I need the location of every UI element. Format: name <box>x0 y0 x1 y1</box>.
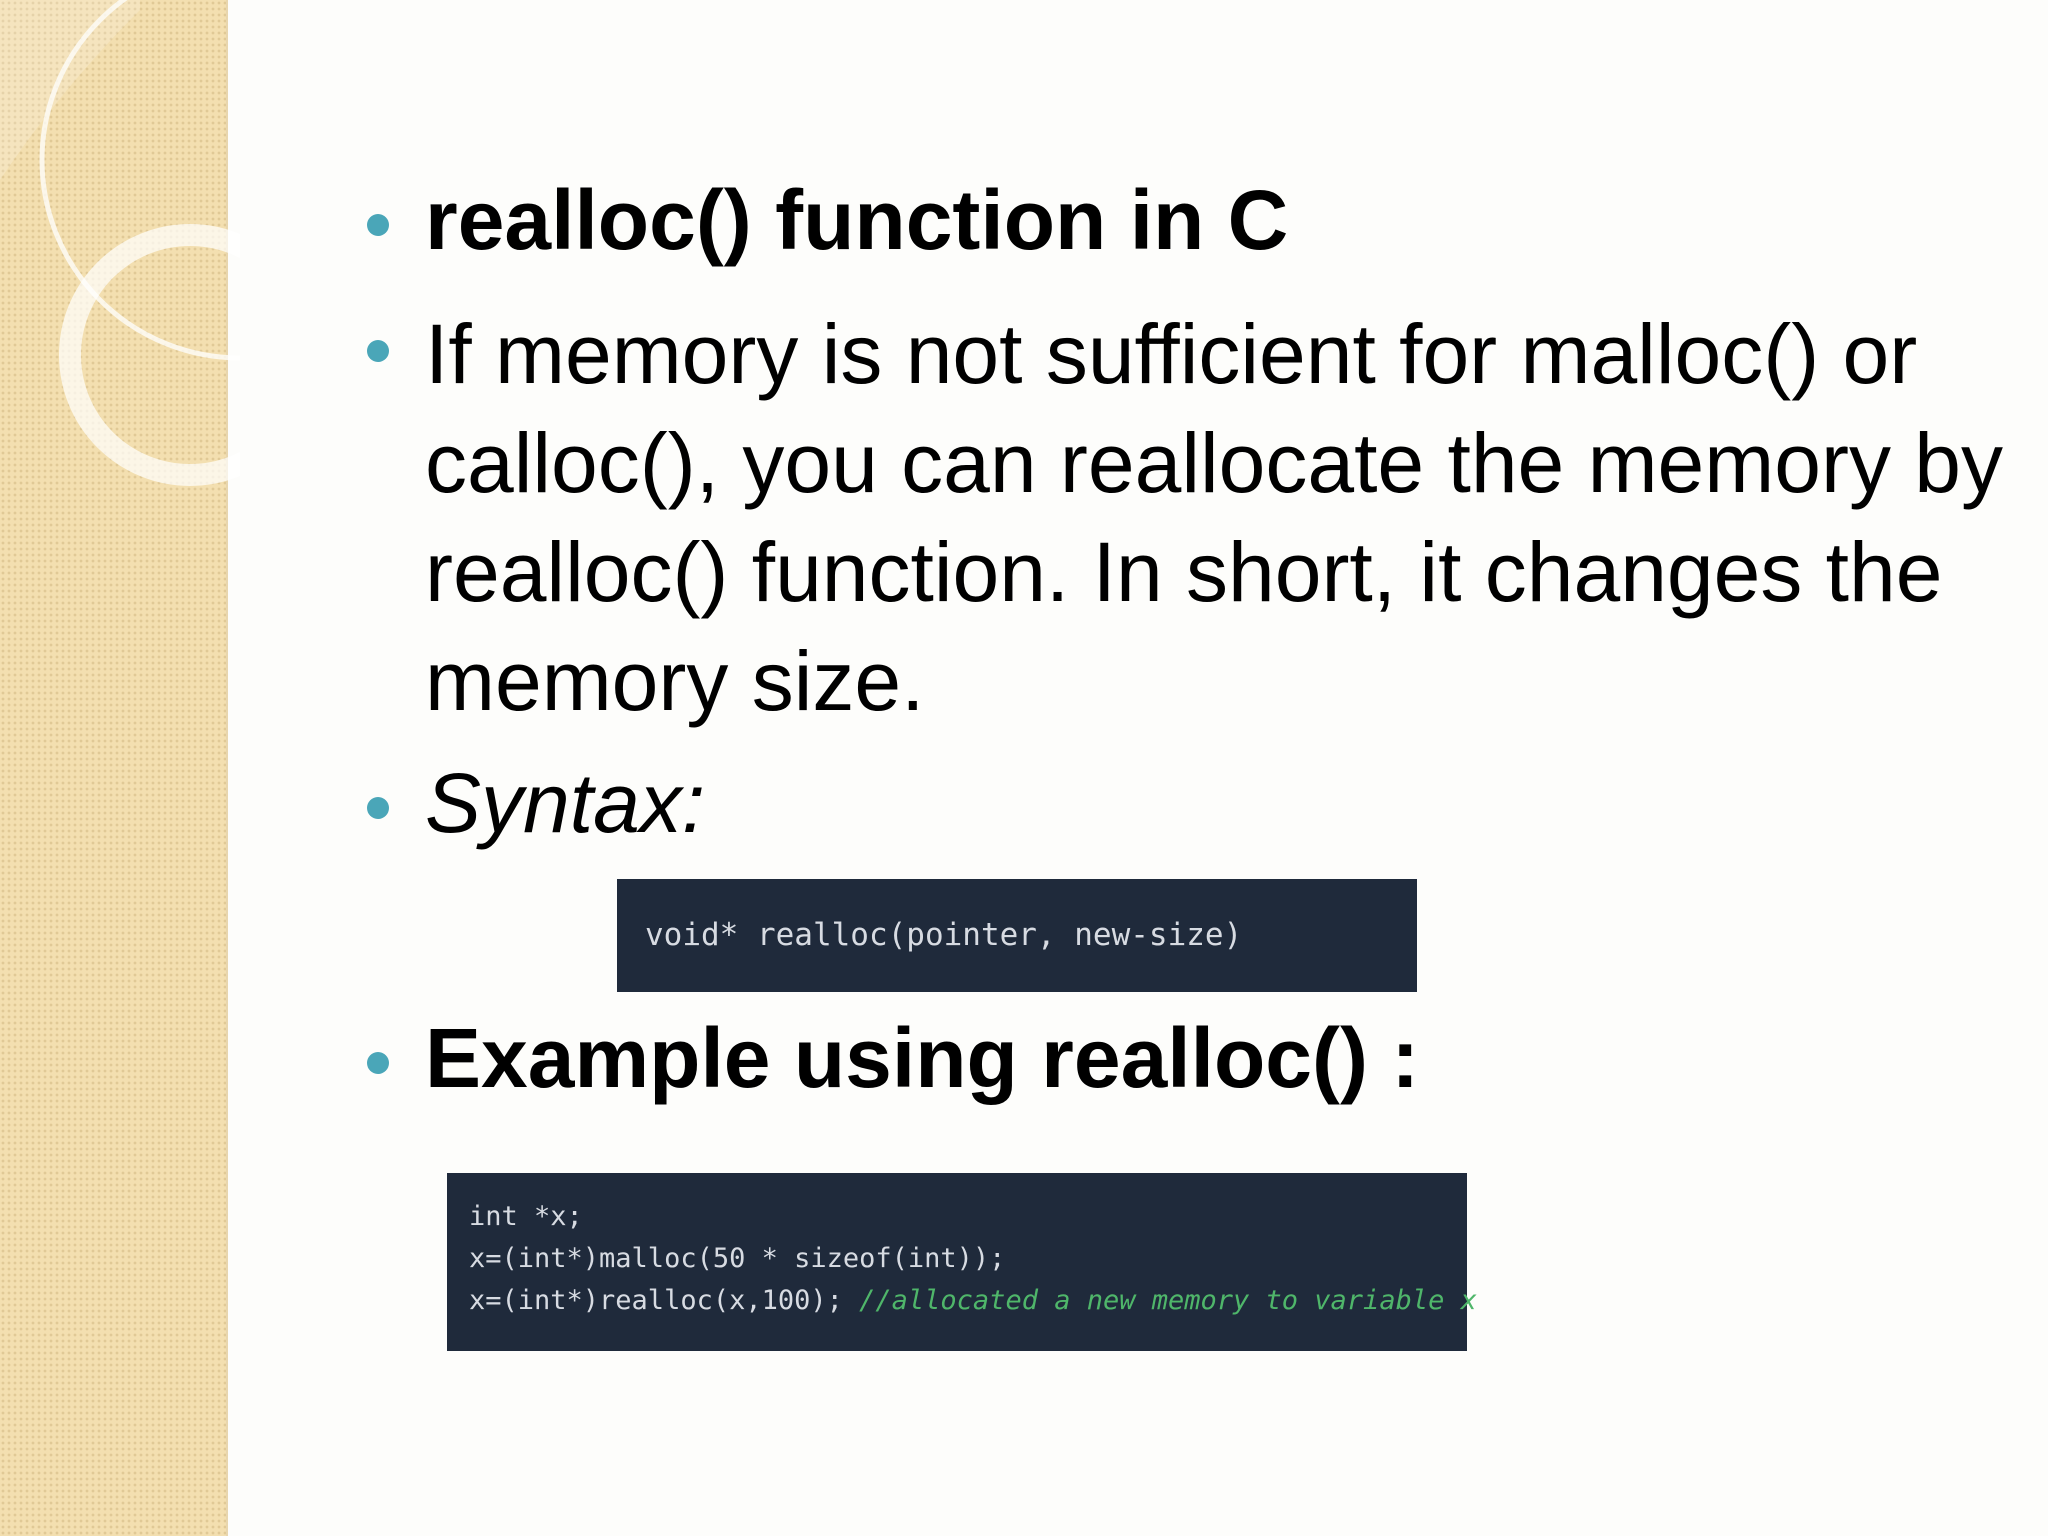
code-line-2: x=(int*)malloc(50 * sizeof(int)); <box>469 1243 1006 1274</box>
bullet-syntax: Syntax: <box>367 753 706 853</box>
code-line-3-code: x=(int*)realloc(x,100); <box>469 1285 860 1316</box>
bullet-example: Example using realloc() : <box>367 1008 1420 1108</box>
code-line-3: x=(int*)realloc(x,100); //allocated a ne… <box>469 1280 1477 1322</box>
bullet-description: If memory is not sufficient for malloc()… <box>367 300 2005 736</box>
example-label: Example using realloc() : <box>425 1011 1420 1105</box>
bullet-title: realloc() function in C <box>367 170 1289 270</box>
bullet-dot-icon <box>367 797 389 819</box>
code-comment: //allocated a new memory to variable x <box>859 1285 1477 1316</box>
syntax-code-block: void* realloc(pointer, new-size) <box>617 879 1417 992</box>
code-line-1: int *x; <box>469 1201 583 1232</box>
example-code-block: int *x; x=(int*)malloc(50 * sizeof(int));… <box>447 1173 1477 1351</box>
description-text: If memory is not sufficient for malloc()… <box>425 307 2003 728</box>
bullet-dot-icon <box>367 340 389 362</box>
bullet-dot-icon <box>367 214 389 236</box>
syntax-label: Syntax: <box>425 756 706 850</box>
decorative-circles <box>0 0 240 486</box>
slide-title: realloc() function in C <box>425 173 1289 267</box>
bullet-dot-icon <box>367 1052 389 1074</box>
